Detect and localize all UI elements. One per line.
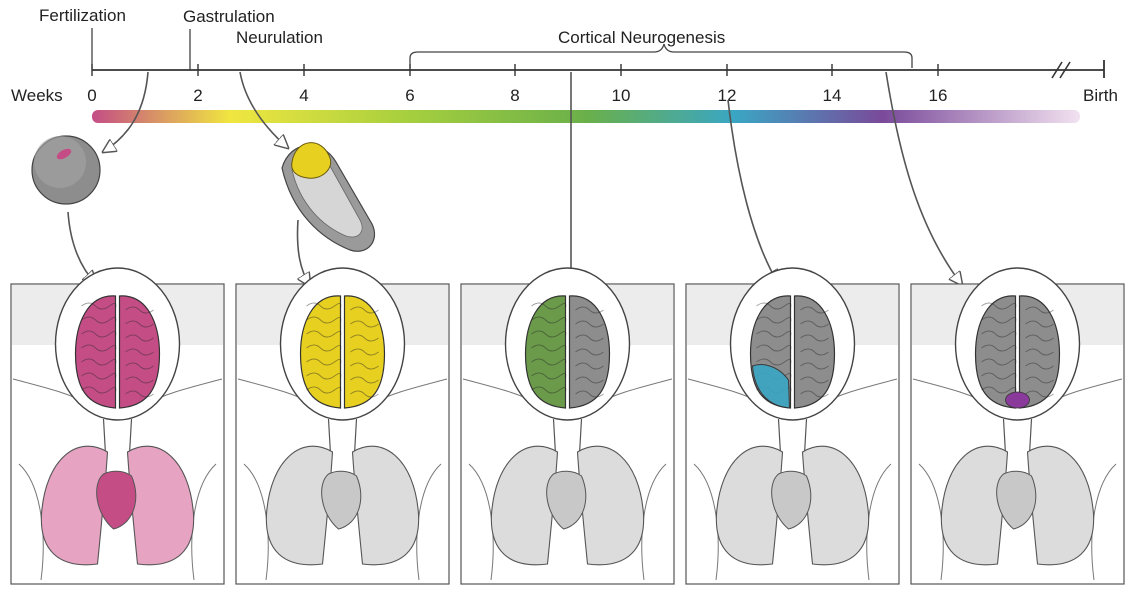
panel-week-15 (911, 268, 1124, 584)
highlight-region (1006, 392, 1030, 408)
panel-week-9 (461, 268, 674, 584)
neural-plate-to-panel2-arrow (298, 220, 311, 286)
brain-lung-panels (11, 268, 1124, 584)
panel-week-3 (236, 268, 449, 584)
week15-arrow (886, 72, 962, 285)
timeline-color-bar (92, 110, 1080, 123)
head-outline (281, 268, 405, 420)
head-outline (506, 268, 630, 420)
panel-week-12 (686, 268, 899, 584)
cortical-neurogenesis-bracket (410, 44, 912, 68)
panel-week-1 (11, 268, 224, 584)
embryo-to-panel1-arrow (68, 212, 96, 284)
head-outline (731, 268, 855, 420)
week12-arrow (728, 100, 778, 283)
head-outline (56, 268, 180, 420)
blastula-illustration (32, 136, 100, 204)
neural-plate-embryo-illustration (282, 143, 375, 252)
